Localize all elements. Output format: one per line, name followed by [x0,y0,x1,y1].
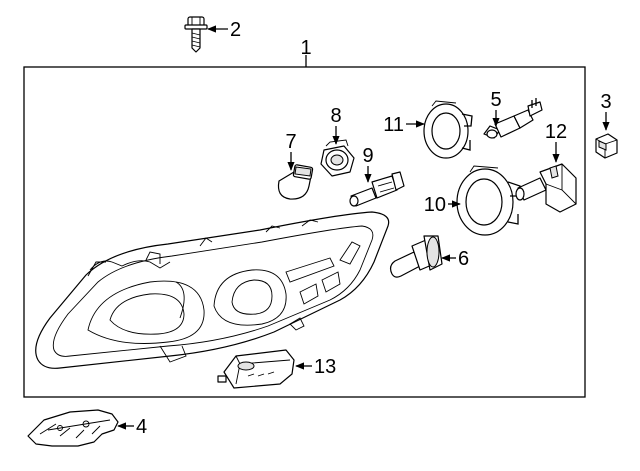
callout-13: 13 [314,356,336,378]
part-12-hid-bulb[interactable] [515,163,577,213]
part-10-ring[interactable] [456,165,521,236]
callout-2: 2 [230,19,241,41]
leader-lines [117,25,610,430]
part-4-bracket[interactable] [27,409,119,447]
callout-11: 11 [383,114,404,136]
part-13-module[interactable] [217,349,295,389]
assembly-frame [23,66,586,398]
callout-10: 10 [424,194,446,216]
part-5-bulb[interactable] [483,98,543,139]
part-3-connector[interactable] [595,133,618,159]
callout-8: 8 [330,105,341,127]
callout-5: 5 [490,89,501,111]
callout-4: 4 [136,416,147,438]
callout-3: 3 [600,91,611,113]
headlamp-housing[interactable] [35,211,390,369]
callout-12: 12 [545,121,567,143]
part-9-bulb[interactable] [349,171,405,207]
part-8-socket[interactable] [320,139,355,177]
part-7-bulb[interactable] [277,164,314,200]
part-2-bolt[interactable] [184,16,208,53]
callout-9: 9 [362,145,373,167]
callout-labels: 1 2 3 4 5 6 7 8 9 10 11 12 13 [136,19,612,438]
part-11-ring[interactable] [423,100,473,159]
callout-7: 7 [285,131,296,153]
part-6-bulb[interactable] [389,235,443,278]
callout-1: 1 [300,37,311,59]
callout-6: 6 [458,248,469,270]
